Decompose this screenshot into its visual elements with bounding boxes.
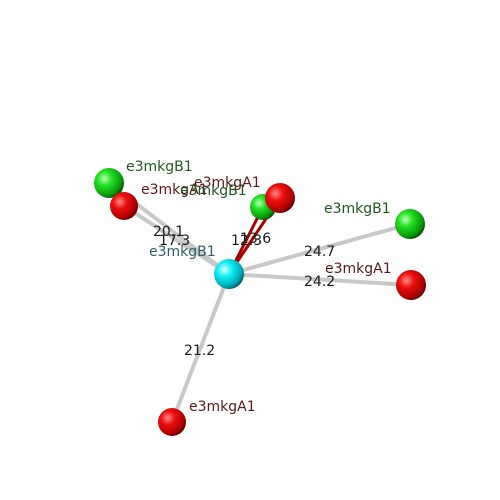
red-sphere-icon[interactable] [265, 183, 295, 213]
bond-g [170, 273, 231, 423]
green-sphere-icon[interactable] [94, 168, 124, 198]
atom-labels: e3mkgB1 e3mkgA1 e3mkgB1 e3mkgA1 e3mkgB1 … [126, 159, 392, 415]
bond-f [228, 272, 412, 287]
distance-label-e: 24.7 [304, 244, 335, 260]
center-atom-label: e3mkgB1 [149, 244, 216, 260]
atom-label-c: e3mkgB1 [180, 183, 247, 199]
atom-label-b: e3mkgA1 [141, 182, 208, 198]
distance-label-d: 12.3 [231, 233, 262, 249]
cyan-sphere-icon[interactable] [214, 259, 244, 289]
atom-label-a: e3mkgB1 [126, 159, 193, 175]
distance-label-a: 20.1 [153, 224, 184, 240]
atom-layer [94, 168, 426, 436]
bond-b [122, 204, 231, 276]
atom-label-d: e3mkgA1 [194, 175, 261, 191]
distance-label-f: 24.2 [304, 274, 335, 290]
bond-e [228, 222, 411, 276]
distance-label-b: 17.3 [159, 233, 190, 249]
atom-label-f: e3mkgA1 [325, 261, 392, 277]
distance-label-c: 13.6 [240, 231, 271, 247]
atom-label-e: e3mkgB1 [324, 201, 391, 217]
red-sphere-icon[interactable] [158, 408, 186, 436]
red-sphere-icon[interactable] [396, 270, 426, 300]
green-sphere-icon[interactable] [395, 209, 425, 239]
red-sphere-icon[interactable] [110, 192, 138, 220]
distance-labels: 20.1 17.3 13.6 12.3 24.7 24.2 21.2 [153, 224, 335, 359]
atom-label-g: e3mkgA1 [189, 399, 256, 415]
distance-label-g: 21.2 [184, 343, 215, 359]
